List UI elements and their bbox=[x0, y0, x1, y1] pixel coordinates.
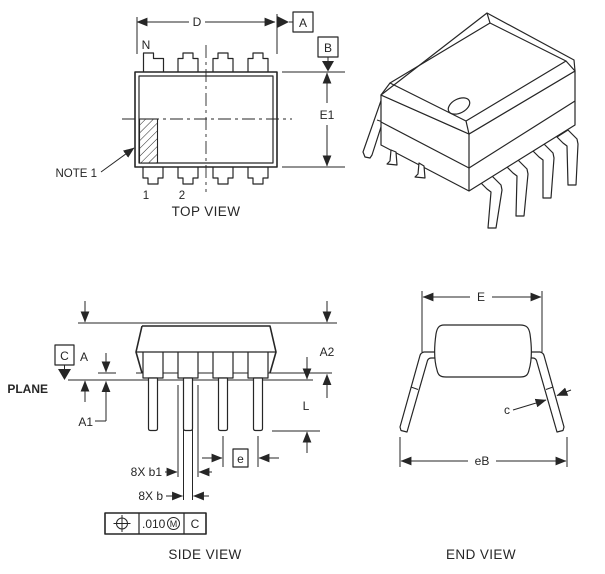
c-outer-arrow bbox=[556, 387, 572, 396]
dim-label-b1: 8X b1 bbox=[131, 465, 163, 479]
side-shoulder-1 bbox=[142, 352, 164, 379]
top-lead-5 bbox=[247, 52, 269, 72]
dim-label-a1: A1 bbox=[78, 415, 93, 429]
datum-c-label: C bbox=[60, 349, 69, 363]
top-lead-8 bbox=[142, 52, 165, 72]
e-dim-box bbox=[232, 448, 249, 468]
side-view: C PLANE A A1 A2 L e 8X bbox=[7, 301, 337, 562]
datum-c-triangle bbox=[58, 369, 71, 380]
datum-b-label: B bbox=[324, 41, 332, 55]
pin1-index-hatch bbox=[138, 118, 159, 164]
dim-label-a2: A2 bbox=[320, 345, 335, 359]
dim-label-e-width: E bbox=[477, 290, 485, 304]
end-view-caption: END VIEW bbox=[446, 547, 516, 562]
iso-bevel-edge-back bbox=[486, 12, 491, 24]
bottom-lead-1 bbox=[142, 167, 164, 185]
dim-label-b: 8X b bbox=[138, 489, 163, 503]
tolerance-frame: .010 M C bbox=[104, 512, 207, 535]
side-lead-2 bbox=[182, 377, 194, 432]
iso-lead-front-3 bbox=[532, 143, 555, 199]
tolerance-datum: C bbox=[191, 517, 200, 531]
side-shoulder-2 bbox=[177, 352, 199, 379]
pin1-number: 1 bbox=[143, 190, 149, 202]
dim-label-e1: E1 bbox=[320, 108, 335, 122]
isometric-view bbox=[362, 12, 579, 229]
end-lead-right bbox=[516, 351, 565, 433]
dim-label-e: e bbox=[237, 452, 244, 466]
mmc-modifier-icon: M bbox=[167, 517, 180, 530]
iso-bevel-edge-right bbox=[565, 60, 576, 72]
end-lead-left-bend-tick bbox=[410, 386, 419, 390]
end-lead-right-bend-tick bbox=[545, 386, 554, 390]
iso-stub-lead-1 bbox=[386, 149, 398, 166]
iso-bevel-edge-left bbox=[380, 82, 391, 96]
top-lead-6 bbox=[212, 52, 234, 72]
end-view: E c eB END VIEW bbox=[399, 290, 572, 562]
dim-label-eb: eB bbox=[475, 454, 490, 468]
top-view-caption: TOP VIEW bbox=[172, 204, 241, 219]
side-shoulder-3 bbox=[212, 352, 234, 379]
pin2-number: 2 bbox=[179, 190, 185, 202]
bottom-lead-2 bbox=[177, 167, 199, 185]
tolerance-modifier: M bbox=[170, 519, 178, 529]
dim-label-l: L bbox=[303, 399, 310, 413]
side-view-caption: SIDE VIEW bbox=[168, 547, 241, 562]
iso-bevel-edge-front bbox=[465, 120, 470, 135]
dim-label-c: c bbox=[504, 403, 510, 417]
iso-top-cap bbox=[380, 12, 576, 135]
iso-lead-front-2 bbox=[506, 159, 529, 217]
iso-pin1-dimple bbox=[447, 97, 471, 115]
datum-a-triangle bbox=[277, 16, 289, 28]
c-leader-arrow bbox=[512, 398, 547, 411]
top-lead-7 bbox=[177, 52, 199, 72]
seating-plane-label: PLANE bbox=[7, 382, 48, 396]
dim-label-d: D bbox=[193, 15, 202, 29]
iso-lead-front-4 bbox=[556, 129, 579, 186]
datum-a-box bbox=[292, 11, 314, 33]
top-view-body-outer bbox=[134, 71, 278, 168]
bottom-lead-3 bbox=[212, 167, 234, 185]
end-view-body bbox=[434, 324, 532, 378]
position-tolerance-icon bbox=[113, 515, 131, 532]
iso-parting-line bbox=[380, 100, 576, 169]
datum-a-label: A bbox=[299, 16, 307, 30]
side-lead-4 bbox=[252, 377, 264, 432]
note1-leader bbox=[100, 147, 135, 173]
tolerance-value: .010 bbox=[142, 517, 166, 531]
top-view: D A B E1 NOTE 1 N 1 2 TOP VIEW bbox=[55, 11, 345, 219]
note1-label: NOTE 1 bbox=[55, 168, 97, 180]
side-lead-3 bbox=[217, 377, 229, 432]
side-lead-1 bbox=[147, 377, 159, 432]
lead-count-label: N bbox=[142, 38, 151, 52]
iso-stub-lead-2 bbox=[414, 162, 426, 179]
dim-label-a: A bbox=[80, 350, 88, 364]
bottom-lead-4 bbox=[247, 167, 269, 185]
tolerance-frame-box bbox=[104, 512, 207, 535]
end-lead-left bbox=[399, 351, 448, 433]
side-shoulder-4 bbox=[247, 352, 269, 379]
iso-lead-front-1 bbox=[480, 175, 503, 229]
datum-b-triangle bbox=[322, 61, 334, 72]
